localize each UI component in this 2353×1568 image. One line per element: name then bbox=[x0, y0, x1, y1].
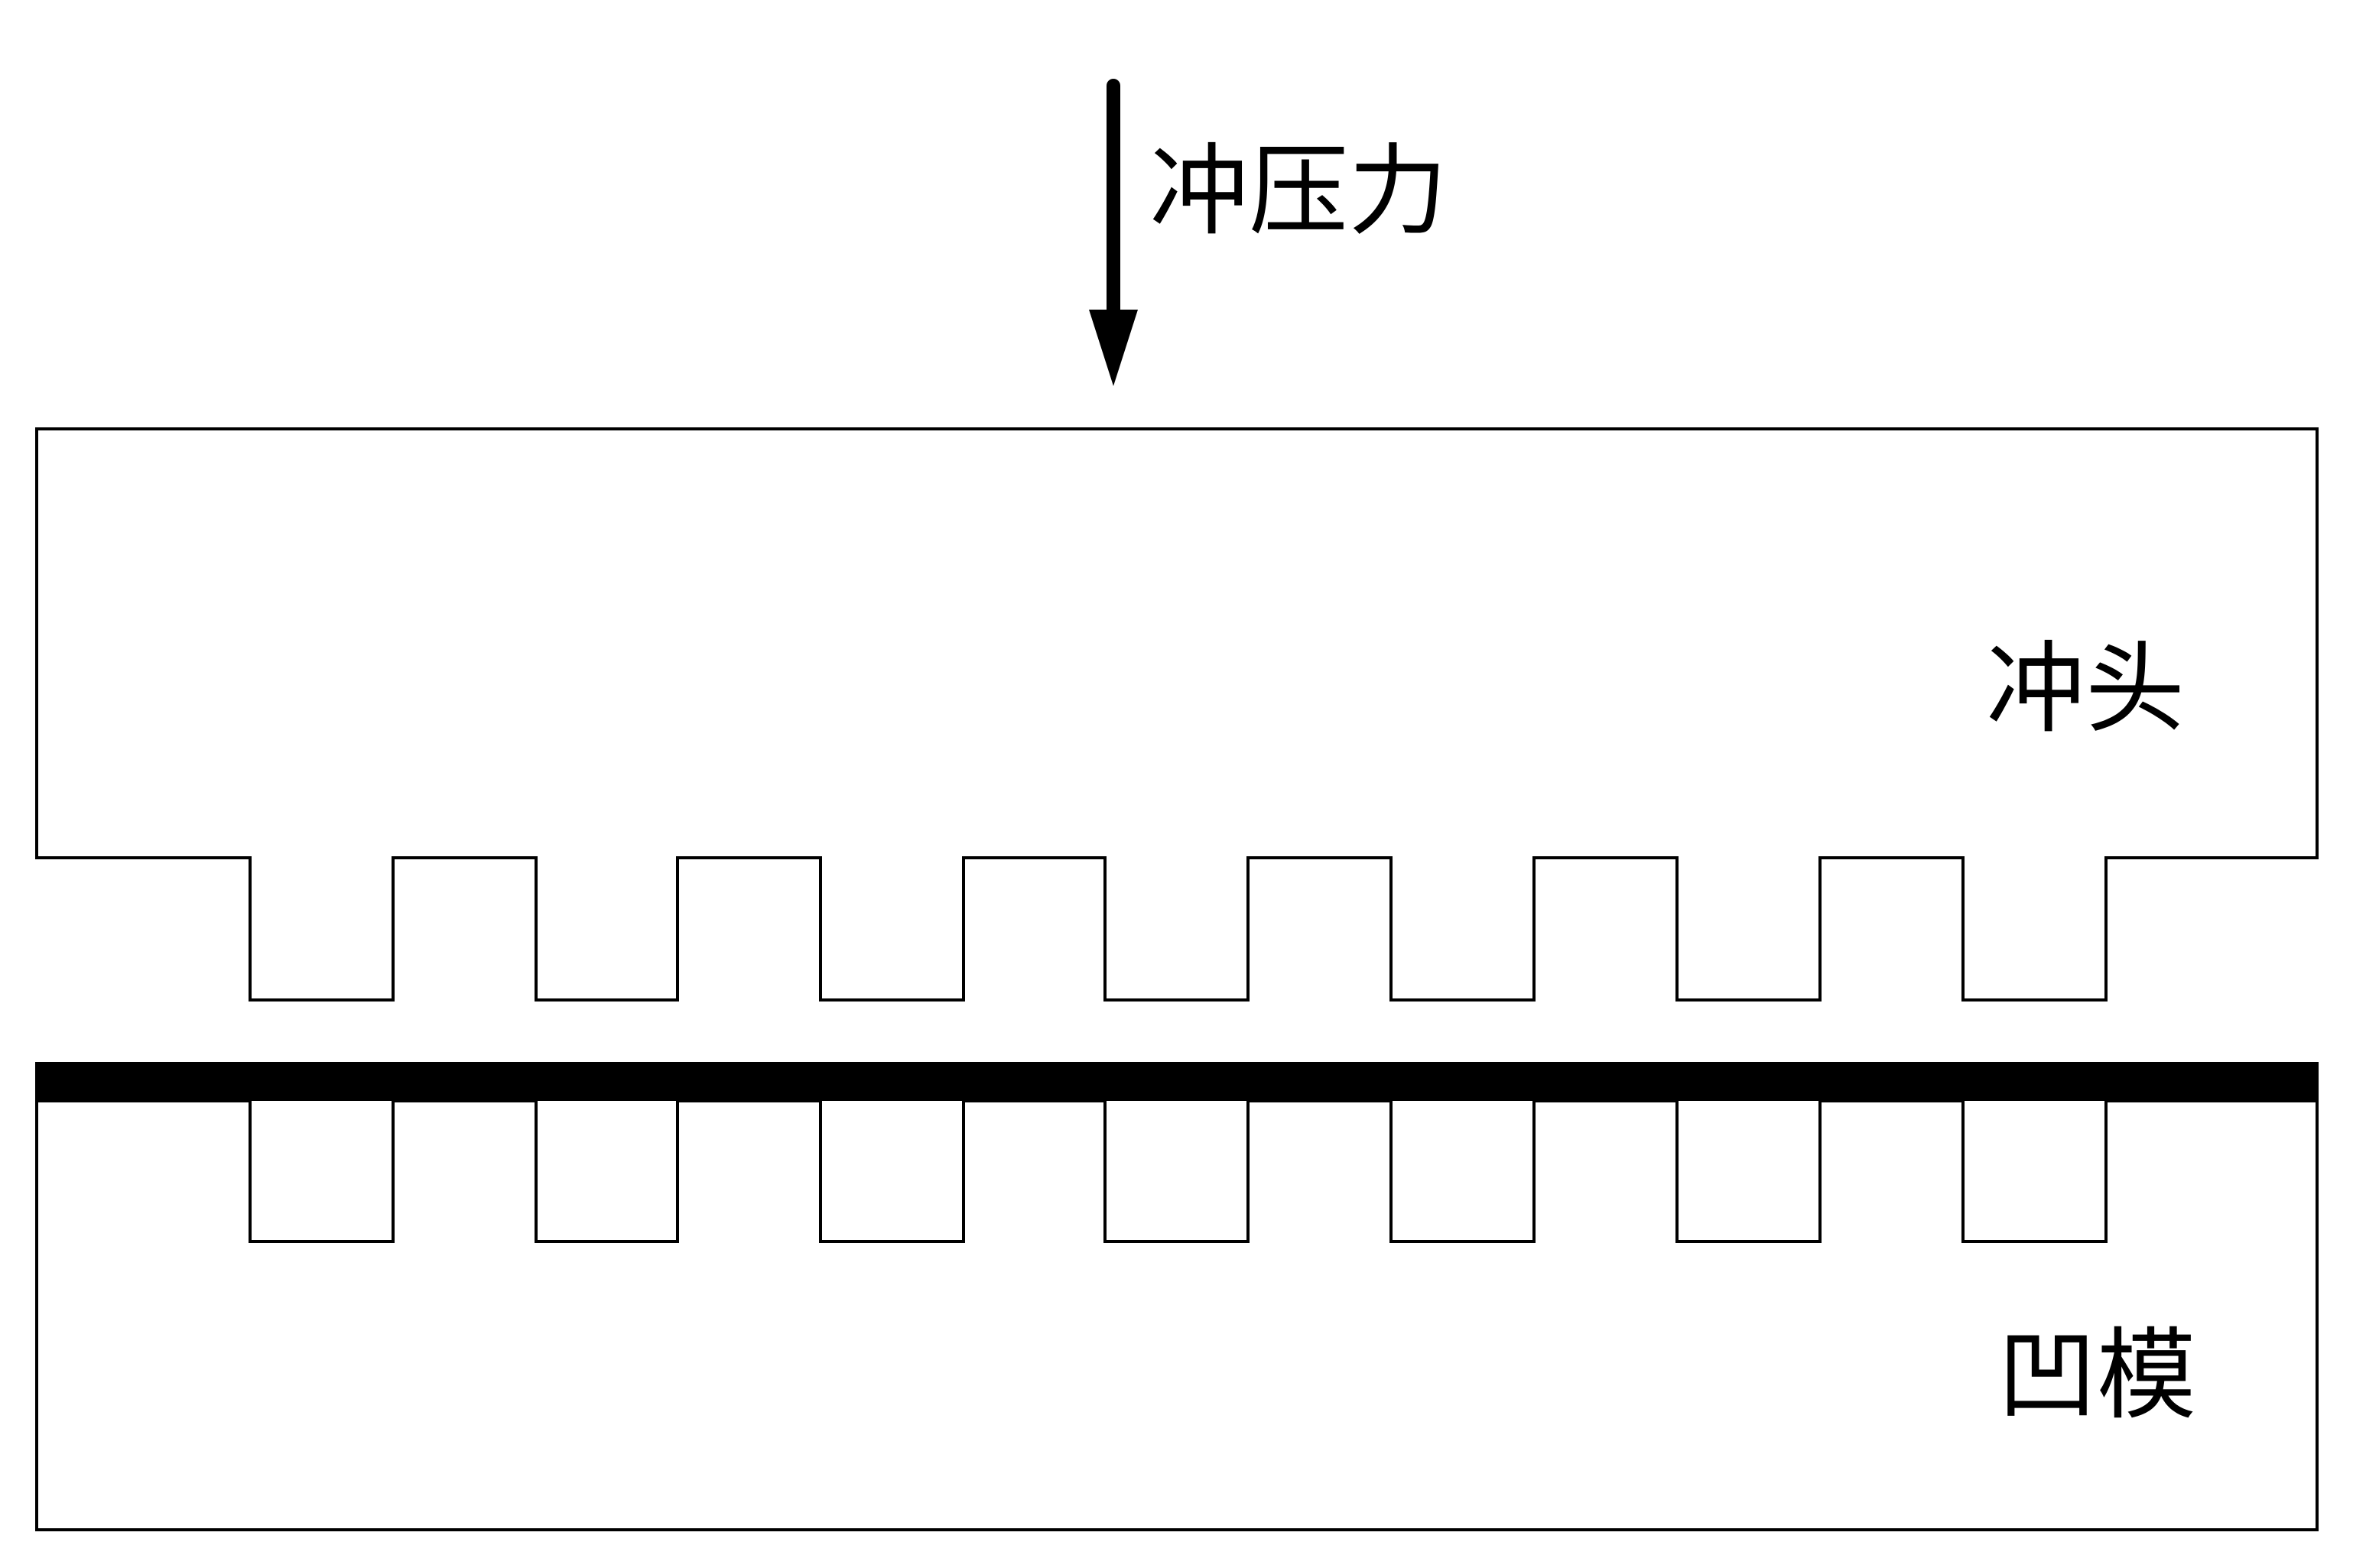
force-label: 冲压力 bbox=[1149, 133, 1448, 249]
force-arrow bbox=[1089, 79, 1138, 386]
punch-label: 冲头 bbox=[1986, 631, 2185, 747]
sheet-metal bbox=[35, 1062, 2319, 1101]
punch bbox=[35, 427, 2319, 1002]
force-arrow-head bbox=[1089, 310, 1138, 386]
die bbox=[35, 1099, 2319, 1531]
die-label: 凹模 bbox=[1997, 1317, 2196, 1433]
